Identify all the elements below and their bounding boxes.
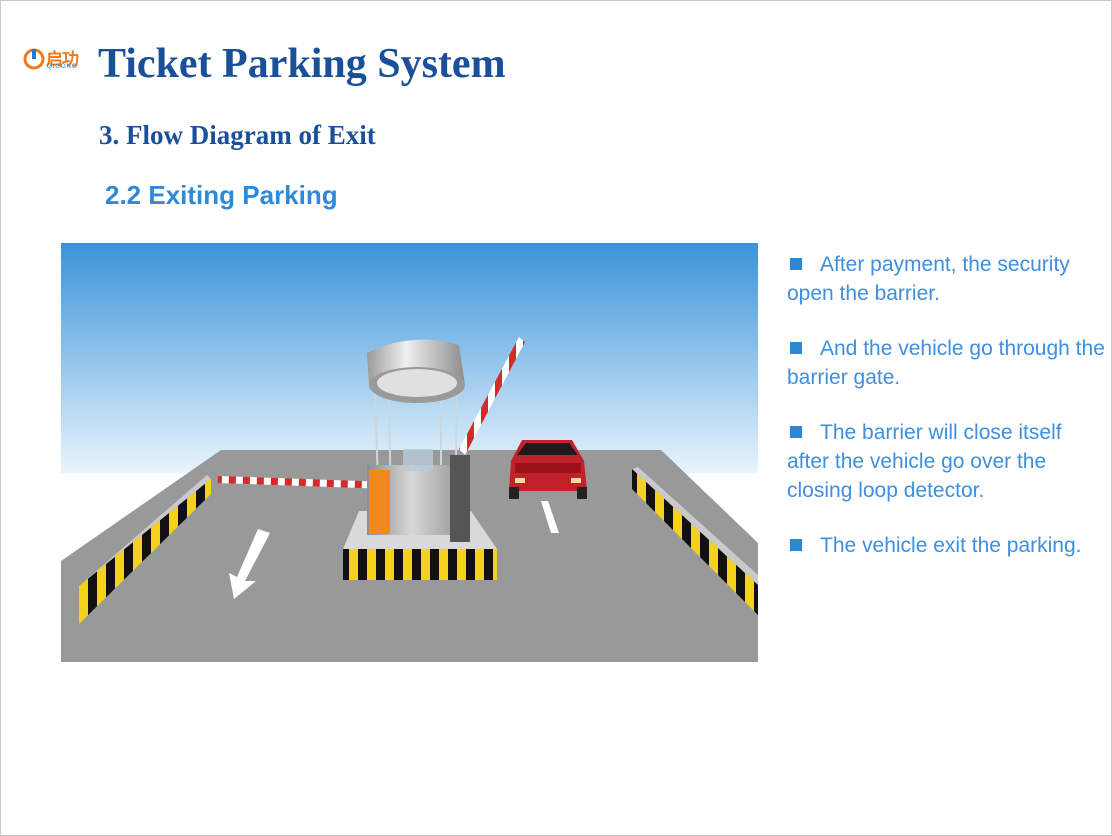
left-curb-face — [79, 479, 211, 624]
booth-gate-post — [450, 455, 470, 542]
page-title: Ticket Parking System — [98, 41, 506, 87]
bullet-square-icon — [790, 258, 802, 271]
bullet-text: The barrier will close itself after the … — [787, 421, 1062, 502]
bullet-text: After payment, the security open the bar… — [787, 253, 1070, 305]
bullet-item: And the vehicle go through the barrier g… — [787, 334, 1107, 392]
right-curb-top — [632, 467, 758, 585]
booth-island-face — [343, 549, 497, 580]
right-curb-face — [632, 469, 758, 615]
booth-orange-panel — [369, 470, 390, 534]
bullet-list: After payment, the security open the bar… — [787, 250, 1107, 586]
section-heading: 2.2 Exiting Parking — [105, 180, 338, 210]
raised-barrier-arm — [459, 337, 525, 455]
booth-window — [403, 449, 433, 471]
company-logo: 启功 QIGONG — [22, 44, 92, 74]
bullet-text: The vehicle exit the parking. — [820, 534, 1082, 557]
bullet-square-icon — [790, 426, 802, 439]
red-car — [509, 440, 587, 499]
page-subtitle: 3. Flow Diagram of Exit — [99, 120, 376, 150]
power-icon — [23, 48, 45, 70]
left-curb-top — [79, 475, 211, 586]
exit-arrow-marking — [229, 529, 270, 599]
logo-text: 启功 — [46, 50, 79, 70]
logo-subtext: QIGONG — [47, 64, 78, 70]
closed-barrier-arm — [217, 476, 368, 489]
entry-lane-marking — [541, 501, 559, 533]
bullet-text: And the vehicle go through the barrier g… — [787, 337, 1105, 389]
bullet-square-icon — [790, 342, 802, 355]
bullet-square-icon — [790, 539, 802, 552]
bullet-item: After payment, the security open the bar… — [787, 250, 1107, 308]
bullet-item: The barrier will close itself after the … — [787, 418, 1107, 505]
parking-exit-illustration — [61, 243, 758, 662]
bullet-item: The vehicle exit the parking. — [787, 531, 1107, 560]
